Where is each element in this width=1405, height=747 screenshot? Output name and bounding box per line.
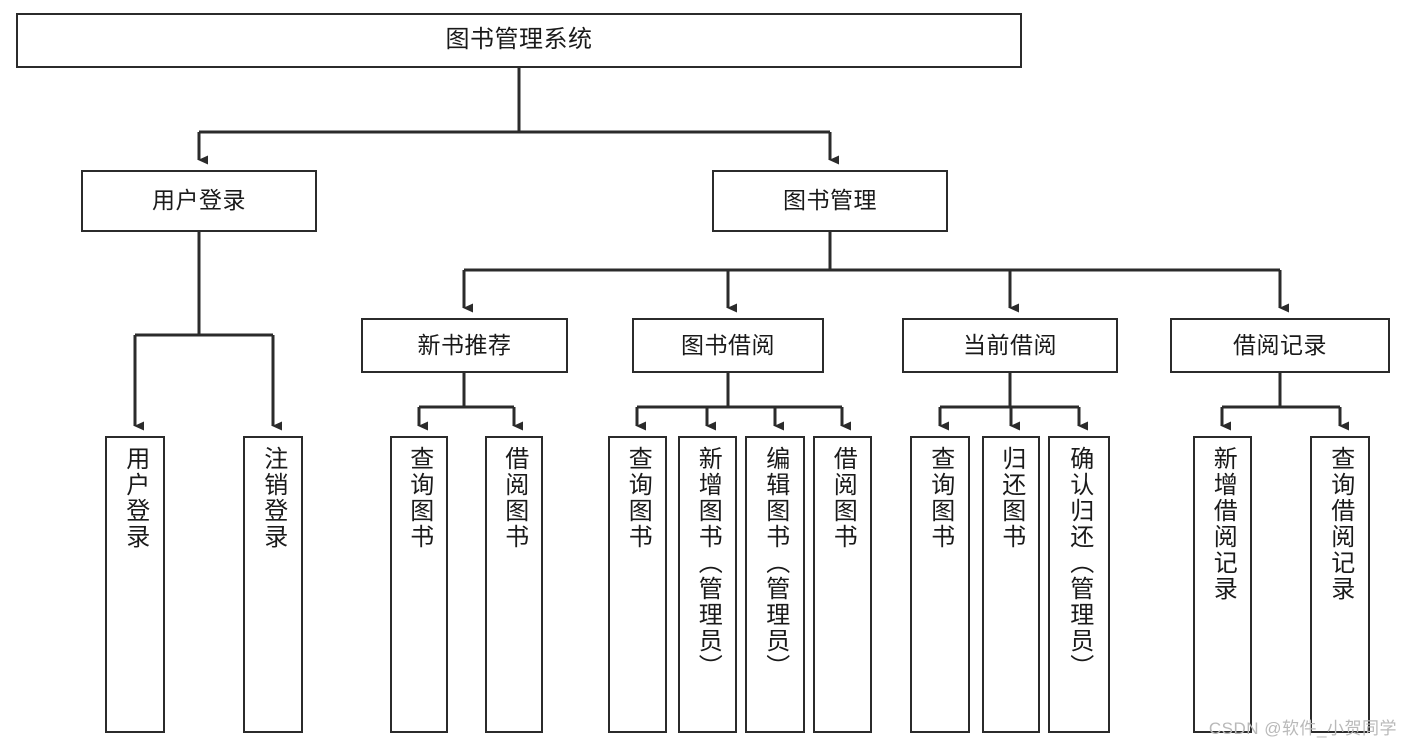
node-leaf-query-record-label: 查询借阅记录 <box>1326 446 1354 602</box>
node-current-borrow-label: 当前借阅 <box>963 331 1057 358</box>
node-leaf-query-book-2[interactable]: 查询图书 <box>608 436 667 733</box>
node-leaf-user-login-label: 用户登录 <box>121 446 149 550</box>
node-leaf-borrow-book-2[interactable]: 借阅图书 <box>813 436 872 733</box>
node-user-login[interactable]: 用户登录 <box>81 170 317 232</box>
node-leaf-return-book-label: 归还图书 <box>997 446 1025 550</box>
node-book-borrow-label: 图书借阅 <box>681 331 775 358</box>
node-leaf-return-book[interactable]: 归还图书 <box>982 436 1040 733</box>
node-leaf-query-book-2-label: 查询图书 <box>624 446 652 550</box>
node-leaf-add-record[interactable]: 新增借阅记录 <box>1193 436 1252 733</box>
node-user-login-label: 用户登录 <box>152 187 246 214</box>
node-leaf-borrow-book-1[interactable]: 借阅图书 <box>485 436 543 733</box>
node-borrow-record-label: 借阅记录 <box>1233 331 1327 358</box>
node-book-borrow[interactable]: 图书借阅 <box>632 318 824 373</box>
node-leaf-edit-book[interactable]: 编辑图书（管理员） <box>745 436 805 733</box>
node-new-book-rec[interactable]: 新书推荐 <box>361 318 568 373</box>
node-leaf-add-record-label: 新增借阅记录 <box>1209 446 1237 602</box>
node-root[interactable]: 图书管理系统 <box>16 13 1022 68</box>
node-current-borrow[interactable]: 当前借阅 <box>902 318 1118 373</box>
node-leaf-borrow-book-2-label: 借阅图书 <box>829 446 857 550</box>
node-new-book-rec-label: 新书推荐 <box>417 331 512 358</box>
node-leaf-edit-book-label: 编辑图书（管理员） <box>761 446 789 680</box>
node-leaf-query-record[interactable]: 查询借阅记录 <box>1310 436 1370 733</box>
node-root-label: 图书管理系统 <box>445 26 593 54</box>
node-leaf-user-login[interactable]: 用户登录 <box>105 436 165 733</box>
node-leaf-borrow-book-1-label: 借阅图书 <box>500 446 528 550</box>
node-leaf-query-book-1[interactable]: 查询图书 <box>390 436 448 733</box>
node-leaf-confirm-return[interactable]: 确认归还（管理员） <box>1048 436 1110 733</box>
node-leaf-query-book-1-label: 查询图书 <box>405 446 433 550</box>
node-borrow-record[interactable]: 借阅记录 <box>1170 318 1390 373</box>
node-leaf-logout[interactable]: 注销登录 <box>243 436 303 733</box>
node-leaf-add-book-label: 新增图书（管理员） <box>694 446 722 680</box>
node-leaf-query-book-3-label: 查询图书 <box>926 446 954 550</box>
node-book-manage[interactable]: 图书管理 <box>712 170 948 232</box>
node-leaf-logout-label: 注销登录 <box>259 446 287 550</box>
node-leaf-confirm-return-label: 确认归还（管理员） <box>1065 446 1093 680</box>
node-book-manage-label: 图书管理 <box>783 187 877 214</box>
node-leaf-add-book[interactable]: 新增图书（管理员） <box>678 436 737 733</box>
node-leaf-query-book-3[interactable]: 查询图书 <box>910 436 970 733</box>
